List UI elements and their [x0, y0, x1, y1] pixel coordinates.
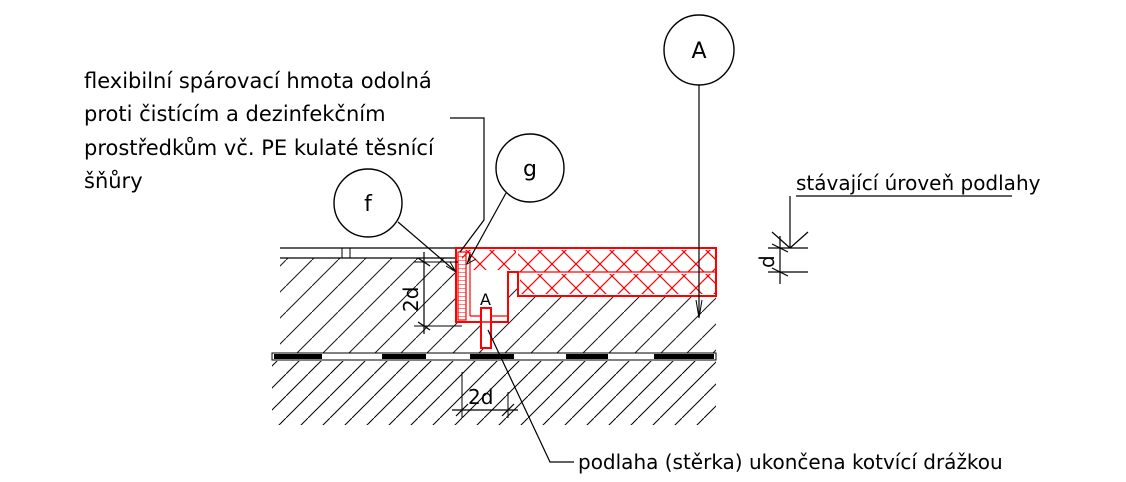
dimension-2d-vertical: 2d	[399, 252, 462, 334]
svg-text:g: g	[523, 157, 537, 182]
left-note-line-1: flexibilní spárovací hmota odolná	[84, 69, 432, 93]
svg-text:f: f	[364, 192, 373, 217]
bubble-a: A	[663, 14, 735, 319]
left-note-line-2: proti čistícím a dezinfekčním	[84, 102, 386, 126]
small-marker-a: A	[480, 290, 491, 309]
new-floor-screed	[455, 247, 717, 349]
bottom-note: podlaha (stěrka) ukončena kotvící drážko…	[578, 450, 1003, 474]
base-layer	[272, 361, 716, 425]
width-dimension: 2d	[468, 385, 493, 409]
left-note-line-3: prostředkům vč. PE kulaté těsnící	[84, 136, 435, 160]
svg-text:A: A	[691, 39, 706, 64]
left-note-line-4: šňůry	[84, 169, 143, 193]
depth-dimension: 2d	[399, 287, 423, 312]
floor-level-note: stávající úroveň podlahy d	[755, 171, 1041, 284]
dimension-2d-horizontal: 2d	[452, 372, 518, 418]
bubble-g: g	[466, 133, 565, 266]
bubble-f: f	[333, 168, 457, 273]
floor-level-label: stávající úroveň podlahy	[796, 171, 1041, 195]
membrane-layer	[271, 352, 717, 361]
left-note: flexibilní spárovací hmota odolná proti …	[84, 69, 435, 193]
thickness-dimension: d	[755, 255, 779, 268]
bottom-note-leader	[487, 329, 574, 463]
left-note-leader	[450, 117, 485, 253]
